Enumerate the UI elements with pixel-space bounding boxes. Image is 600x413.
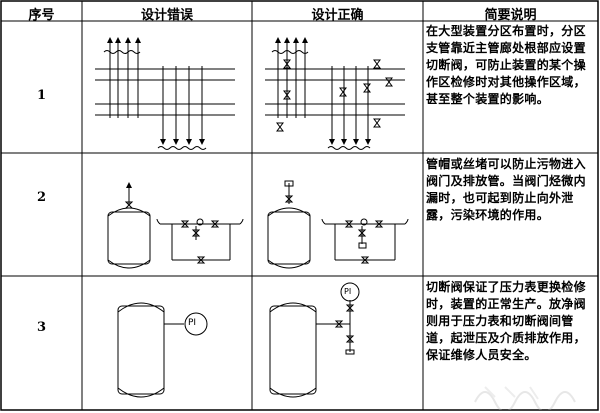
row-number: 2 [36, 190, 47, 205]
row-number: 3 [36, 320, 47, 335]
watermark-icon [474, 386, 576, 410]
row-number: 1 [36, 88, 47, 103]
row1-explanation: 在大型装置分区布置时，分区支管靠近主管廊处根部应设置切断阀，可防止装置的某个操作… [426, 24, 586, 106]
row1-right-diagram [265, 37, 405, 150]
row2-explanation: 管帽或丝堵可以防止污物进入阀门及排放管。当阀门烃微内漏时，也可起到防止向外泄露，… [426, 157, 586, 222]
row3-right-gauge-label: PI [344, 287, 352, 296]
row1-wrong-diagram [95, 37, 235, 150]
row2-right-diagram [267, 180, 409, 269]
row3-wrong-gauge-label: PI [188, 318, 197, 328]
row3-wrong-diagram [117, 302, 208, 398]
row3-right-diagram [269, 282, 360, 398]
header-explanation: 简要说明 [484, 8, 537, 23]
row2-wrong-diagram [107, 182, 244, 269]
header-right: 设计正确 [311, 8, 364, 23]
header-index: 序号 [28, 8, 55, 23]
header-wrong: 设计错误 [140, 8, 193, 23]
row3-explanation: 切断阀保证了压力表更换检修时，装置的正常生产。放净阀则用于压力表和切断阀间管道，… [426, 280, 586, 362]
